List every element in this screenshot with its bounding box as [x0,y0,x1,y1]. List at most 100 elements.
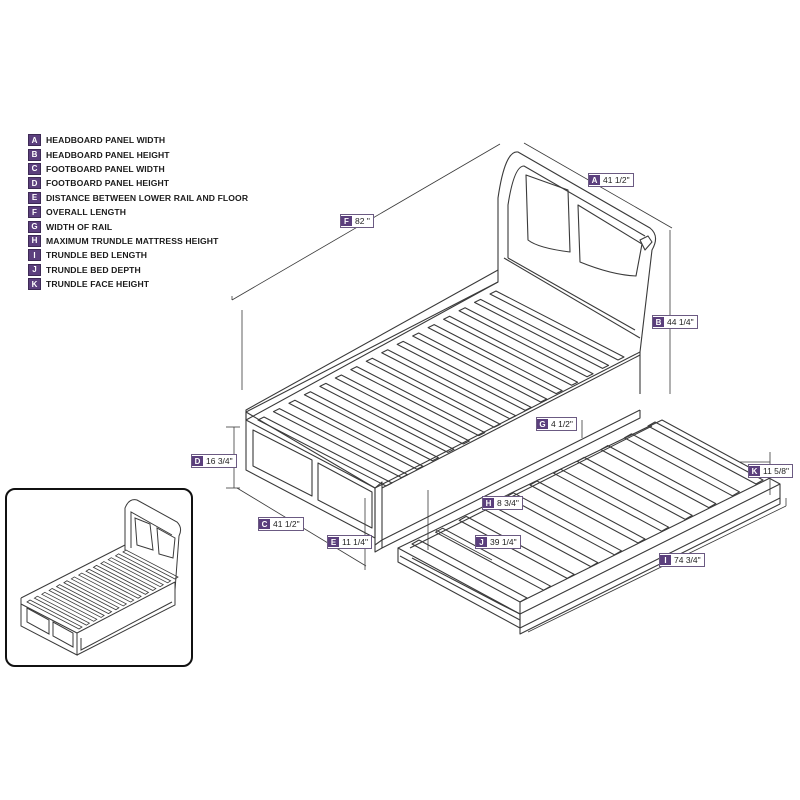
trundle-slat [411,539,528,603]
inset-slat [40,591,98,622]
slat [489,290,625,361]
trundle-slat [505,492,622,556]
legend-label: FOOTBOARD PANEL HEIGHT [46,178,170,189]
legend-item: E DISTANCE BETWEEN LOWER RAIL AND FLOOR [28,191,248,205]
legend-item: C FOOTBOARD PANEL WIDTH [28,162,248,176]
inset-slat [85,568,142,599]
dimension-label-J: J 39 1/4" [475,535,521,549]
slat [381,349,517,420]
slat [257,416,393,487]
dimension-letter: E [328,537,339,547]
slat [427,324,563,395]
trundle-slat [435,527,552,591]
legend-letter: F [28,206,41,219]
slat [473,298,610,369]
trundle [397,419,781,635]
trundle-slat [458,515,575,579]
headboard [497,151,657,394]
legend-label: DISTANCE BETWEEN LOWER RAIL AND FLOOR [46,192,249,203]
dimension-value: 41 1/2" [273,519,300,529]
inset-slat [77,572,135,603]
dimension-letter: K [749,466,760,476]
inset-slat [55,584,113,615]
slat [319,382,455,453]
dimension-letter: G [537,419,548,429]
inset-slat [107,557,165,588]
dimension-value: 82 " [355,216,370,226]
slats [257,290,625,487]
legend-item: F OVERALL LENGTH [28,205,248,219]
inset-slat [70,576,128,607]
dimension-letter: D [192,456,203,466]
legend-letter: I [28,249,41,262]
trundle-slat [623,433,740,497]
legend-letter: G [28,220,41,233]
legend-item: D FOOTBOARD PANEL HEIGHT [28,176,248,190]
dimension-label-G: G 4 1/2" [536,417,577,431]
inset-slat [63,580,120,611]
dimension-value: 16 3/4" [206,456,233,466]
dimension-value: 44 1/4" [667,317,694,327]
dimension-letter: I [660,555,671,565]
legend-label: OVERALL LENGTH [46,207,127,218]
slat [443,315,579,386]
dimension-label-E: E 11 1/4" [327,535,373,549]
inset-slat [100,561,157,592]
dimension-label-H: H 8 3/4" [482,496,523,510]
inset-slat [122,549,179,580]
legend-item: A HEADBOARD PANEL WIDTH [28,133,248,147]
legend-label: TRUNDLE BED DEPTH [46,264,141,275]
dimension-letter: A [589,175,600,185]
slat [365,357,501,428]
dimension-label-F: F 82 " [340,214,374,228]
inset-slat [48,587,105,618]
legend-label: FOOTBOARD PANEL WIDTH [46,163,165,174]
dimension-label-D: D 16 3/4" [191,454,237,468]
legend-label: HEADBOARD PANEL HEIGHT [46,149,170,160]
legend-label: WIDTH OF RAIL [46,221,113,232]
trundle-slat [647,421,764,485]
dimension-letter: H [483,498,494,508]
legend-item: J TRUNDLE BED DEPTH [28,263,248,277]
dimension-value: 8 3/4" [497,498,519,508]
legend-item: G WIDTH OF RAIL [28,219,248,233]
inset-slat [92,564,150,595]
trundle-slat [553,468,670,532]
dimension-value: 39 1/4" [490,537,517,547]
dimension-value: 41 1/2" [603,175,630,185]
legend-label: HEADBOARD PANEL WIDTH [46,135,166,146]
legend-letter: E [28,191,41,204]
dimension-label-B: B 44 1/4" [652,315,698,329]
trundle-slat [576,456,693,520]
legend-label: MAXIMUM TRUNDLE MATTRESS HEIGHT [46,235,219,246]
trundle-slats [411,421,764,603]
inset-slat [26,599,83,630]
inset-closed-view [5,488,193,667]
legend-item: B HEADBOARD PANEL HEIGHT [28,147,248,161]
legend-letter: J [28,263,41,276]
inset-slat [33,595,91,626]
legend-letter: K [28,278,41,291]
dimension-value: 11 1/4" [342,537,369,547]
inset-bed-drawing [20,499,182,656]
trundle-slat [529,480,646,544]
legend-letter: C [28,162,41,175]
dimension-value: 11 5/8" [763,466,790,476]
dimension-value: 4 1/2" [551,419,573,429]
legend-item: I TRUNDLE BED LENGTH [28,248,248,262]
slat [334,374,470,445]
legend-letter: D [28,177,41,190]
legend-letter: B [28,148,41,161]
dimension-letter: J [476,537,487,547]
legend-label: TRUNDLE BED LENGTH [46,250,148,261]
legend-letter: H [28,234,41,247]
dimension-value: 74 3/4" [674,555,701,565]
legend-letter: A [28,134,41,147]
inset-slat [114,553,172,584]
slat [396,340,532,411]
dimension-label-C: C 41 1/2" [258,517,304,531]
slat [458,307,594,378]
dimension-label-I: I 74 3/4" [659,553,705,567]
